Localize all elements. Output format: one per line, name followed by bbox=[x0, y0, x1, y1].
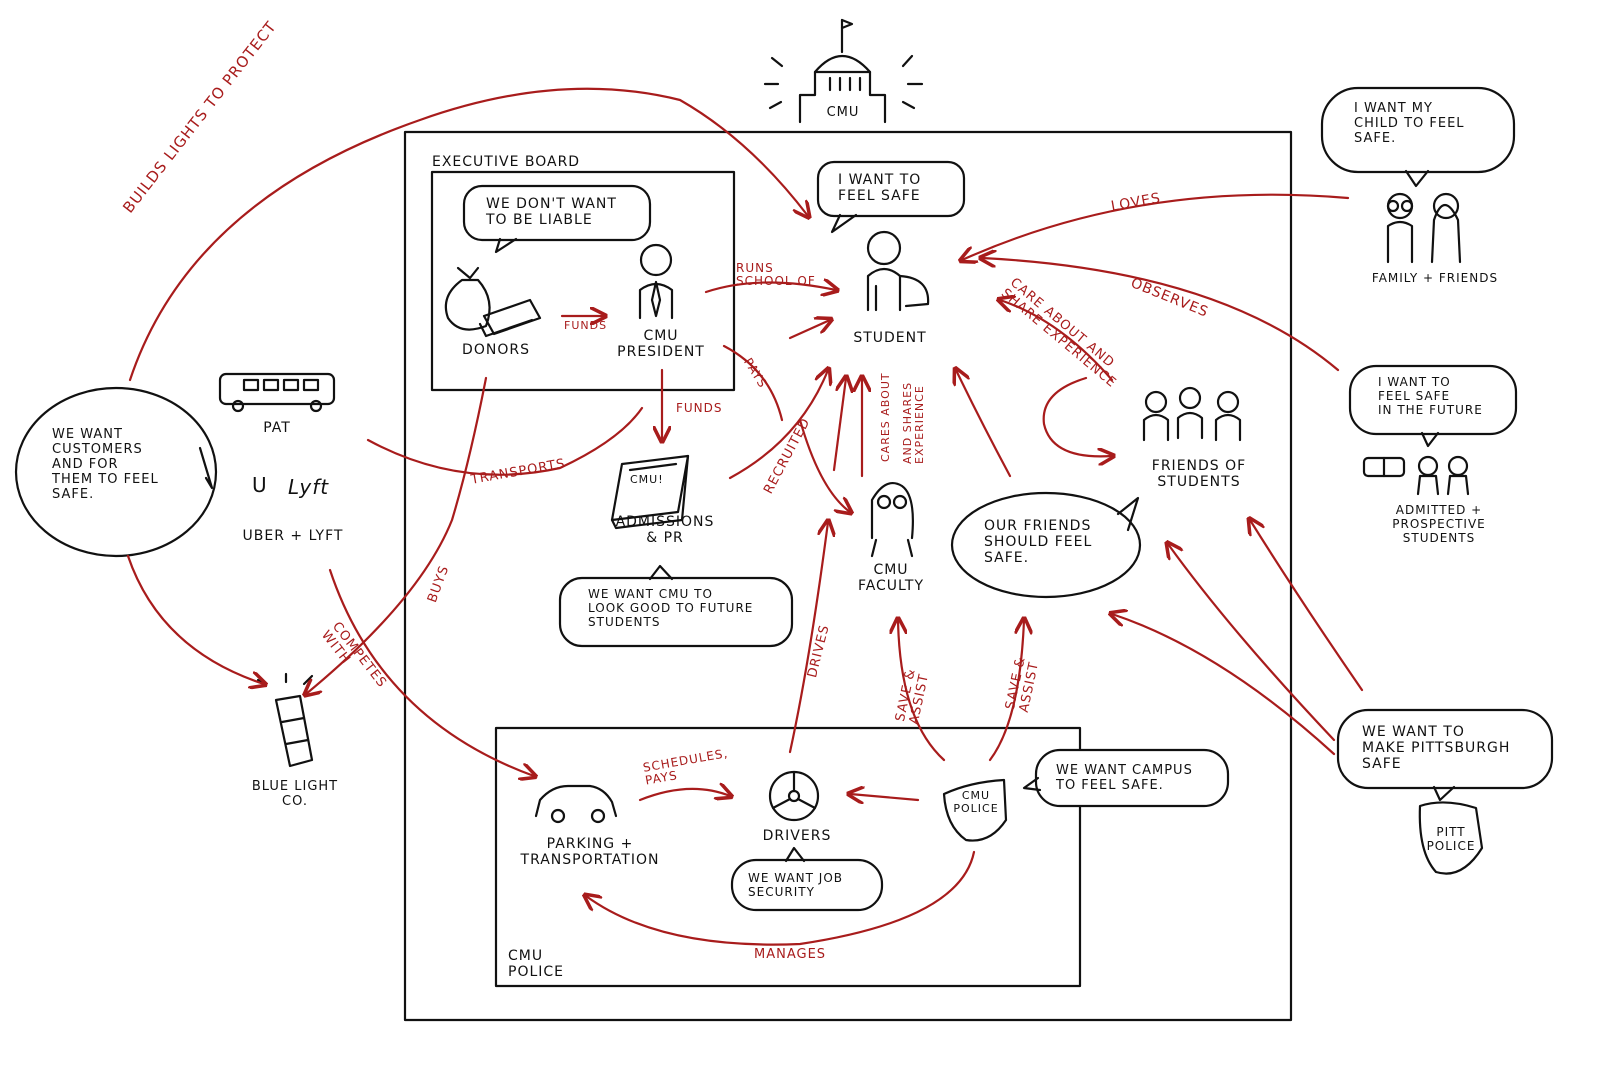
cmu-police-box bbox=[494, 726, 1082, 988]
president-to-student-arrow bbox=[788, 320, 830, 340]
schedules-arrow bbox=[638, 789, 730, 802]
police-group-label: CMU POLICE bbox=[508, 948, 565, 981]
drivers-bubble-text: WE WANT JOB SECURITY bbox=[748, 871, 844, 899]
loves-arrow bbox=[962, 193, 1350, 260]
prospective-bubble bbox=[1348, 364, 1518, 436]
prospective-to-friends-arrow bbox=[1250, 520, 1364, 692]
family-bubble-text: I WANT MY CHILD TO FEEL SAFE. bbox=[1354, 101, 1465, 146]
pitt-bubble-text: WE WANT TO MAKE PITTSBURGH SAFE bbox=[1362, 724, 1511, 773]
cmu-police-label: CMU POLICE bbox=[953, 789, 999, 815]
police-to-drivers-arrow bbox=[850, 794, 920, 800]
cmu-building-label: CMU bbox=[826, 105, 860, 120]
drivers-bubble bbox=[730, 858, 884, 912]
student-bubble bbox=[816, 160, 966, 218]
president-icon bbox=[638, 243, 674, 320]
save-assist-2-arrow bbox=[988, 620, 1024, 762]
cmu-police-badge-icon bbox=[942, 778, 1008, 842]
recruited-arrow bbox=[728, 370, 828, 480]
drivers-label: DRIVERS bbox=[762, 828, 832, 844]
police-bubble-text: WE WANT CAMPUS TO FEEL SAFE. bbox=[1056, 763, 1193, 793]
faculty-bubble-text: OUR FRIENDS SHOULD FEEL SAFE. bbox=[984, 518, 1093, 567]
cmu-boundary bbox=[403, 130, 1293, 1022]
faculty-label: CMU FACULTY bbox=[857, 562, 925, 595]
family-icon bbox=[1386, 192, 1462, 264]
uber-lyft-label: UBER + LYFT bbox=[242, 528, 344, 544]
police-bubble bbox=[1034, 748, 1230, 808]
customers-bubble bbox=[14, 386, 218, 558]
student-drives-line bbox=[832, 378, 846, 472]
uber-logo: U bbox=[252, 473, 268, 497]
binoculars-icon bbox=[1362, 455, 1470, 496]
lyft-logo: Lyft bbox=[288, 475, 330, 499]
family-label: FAMILY + FRIENDS bbox=[1371, 271, 1499, 285]
admissions-book-text: CMU! bbox=[630, 473, 664, 486]
board-bubble-text: WE DON'T WANT TO BE LIABLE bbox=[486, 196, 617, 229]
observes-arrow bbox=[982, 258, 1340, 372]
parking-label: PARKING + TRANSPORTATION bbox=[520, 836, 660, 869]
manages-arrow bbox=[586, 850, 976, 946]
blue-light-pole-icon bbox=[256, 672, 314, 768]
manages-label: MANAGES bbox=[754, 947, 827, 962]
pays-arrow bbox=[722, 344, 784, 422]
president-label: CMU PRESIDENT bbox=[617, 328, 705, 361]
pitt-police-label: PITT POLICE bbox=[1426, 825, 1476, 853]
family-bubble bbox=[1320, 86, 1516, 174]
competes-arrow bbox=[328, 568, 534, 776]
pat-label: PAT bbox=[263, 420, 291, 436]
blue-light-label: BLUE LIGHT CO. bbox=[251, 779, 339, 809]
customers-to-bluelight bbox=[126, 554, 264, 684]
faculty-bubble-to-student bbox=[956, 370, 1012, 478]
pitt-police-badge-icon bbox=[1418, 801, 1484, 875]
bus-icon bbox=[218, 372, 336, 413]
student-label: STUDENT bbox=[853, 330, 927, 346]
builds-lights-arrow bbox=[128, 87, 808, 382]
shares-label: AND SHARES EXPERIENCE bbox=[901, 381, 927, 464]
donors-label: DONORS bbox=[462, 342, 530, 358]
transports-arrow bbox=[366, 406, 644, 476]
steering-wheel-icon bbox=[768, 770, 820, 822]
faculty-icon bbox=[870, 482, 914, 558]
donors-funds-label: FUNDS bbox=[564, 319, 608, 332]
pitt-bubble bbox=[1336, 708, 1554, 790]
friends-of-students-icon bbox=[1142, 386, 1242, 442]
student-icon bbox=[866, 230, 930, 312]
car-icon bbox=[534, 784, 618, 824]
student-to-faculty-arrow bbox=[798, 418, 850, 512]
save-assist-1-arrow bbox=[898, 620, 946, 762]
admissions-book-icon bbox=[610, 454, 690, 530]
executive-board-box bbox=[430, 170, 736, 392]
customers-bubble-text: WE WANT CUSTOMERS AND FOR THEM TO FEEL S… bbox=[52, 427, 159, 502]
runs-school-label: RUNS SCHOOL OF bbox=[736, 261, 816, 289]
admissions-bubble-text: WE WANT CMU TO LOOK GOOD TO FUTURE STUDE… bbox=[588, 587, 754, 629]
pitt-to-faculty-arrow bbox=[1112, 614, 1336, 756]
prospective-label: ADMITTED + PROSPECTIVE STUDENTS bbox=[1392, 503, 1486, 545]
friends-label: FRIENDS OF STUDENTS bbox=[1151, 458, 1247, 491]
admissions-bubble bbox=[558, 576, 794, 648]
pitt-to-friends-arrow bbox=[1168, 544, 1336, 742]
money-bag-icon bbox=[444, 266, 542, 338]
friends-care-arrow bbox=[1000, 300, 1114, 382]
faculty-bubble bbox=[950, 491, 1142, 599]
board-bubble bbox=[462, 184, 652, 242]
cmu-building-icon bbox=[763, 18, 924, 124]
runs-school-arrow bbox=[704, 282, 836, 292]
president-funds-label: FUNDS bbox=[676, 401, 723, 415]
executive-board-label: EXECUTIVE BOARD bbox=[432, 154, 581, 170]
student-bubble-text: I WANT TO FEEL SAFE bbox=[838, 172, 922, 205]
prospective-bubble-text: I WANT TO FEEL SAFE IN THE FUTURE bbox=[1378, 375, 1483, 417]
admissions-label: ADMISSIONS & PR bbox=[615, 514, 715, 547]
drives-arrow bbox=[788, 522, 828, 754]
cares-label: CARES ABOUT bbox=[879, 372, 892, 462]
